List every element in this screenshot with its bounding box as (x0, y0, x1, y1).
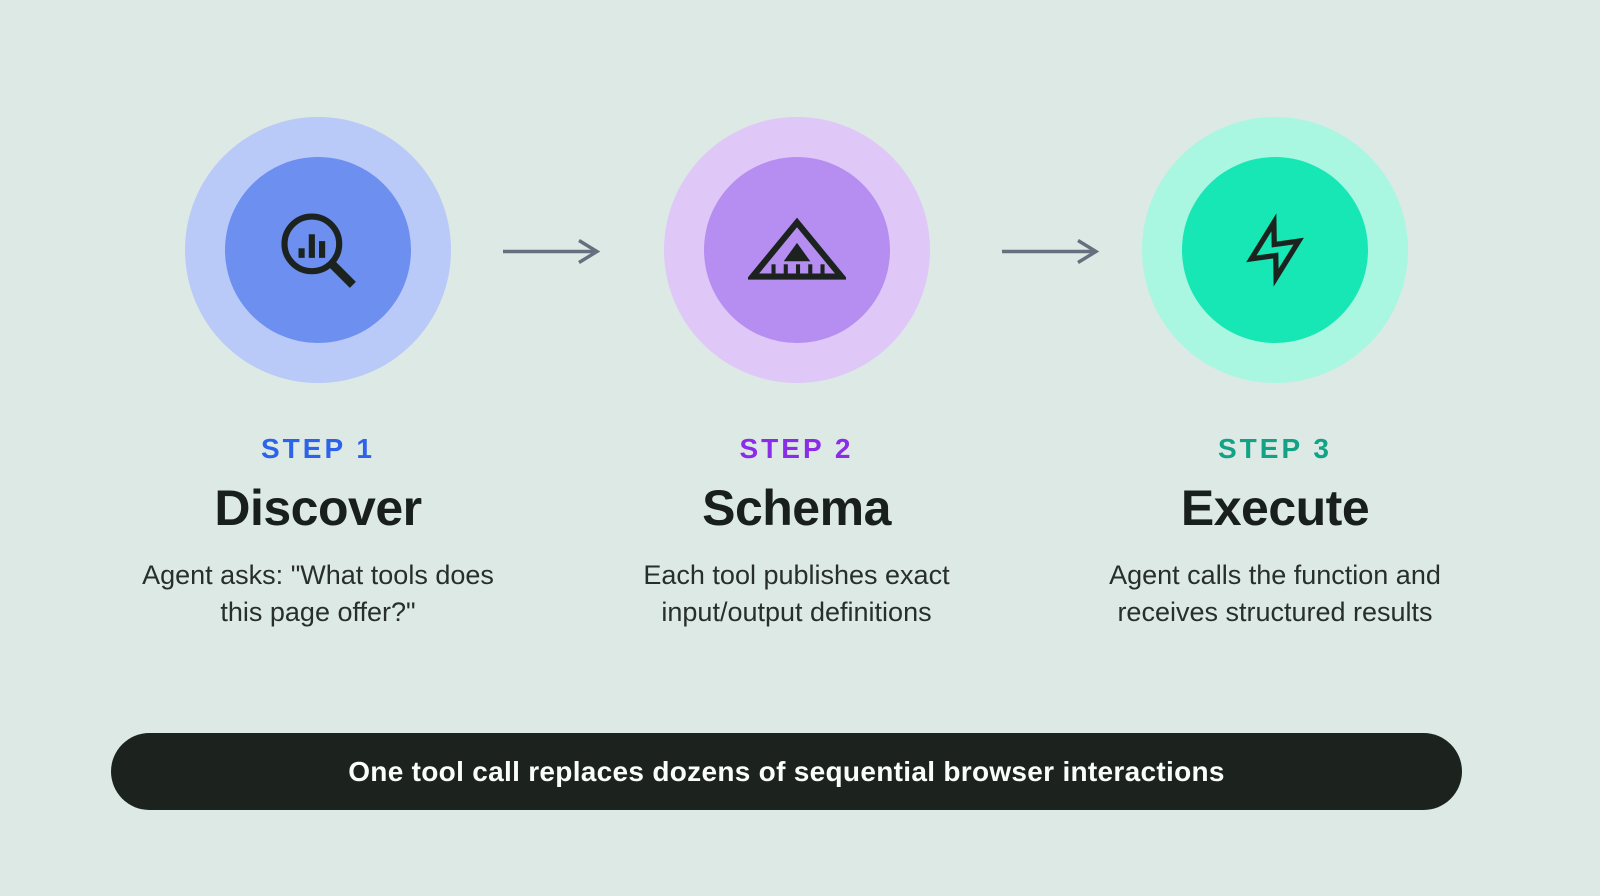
step1-description: Agent asks: "What tools does this page o… (142, 560, 494, 627)
set-square-ruler-icon (747, 217, 846, 280)
step2-label: STEP 2 (739, 433, 854, 464)
step3-circle-inner (1182, 157, 1368, 343)
step2-description: Each tool publishes exact input/output d… (643, 560, 950, 627)
step3-label: STEP 3 (1218, 433, 1332, 464)
search-bar-chart-icon (281, 213, 356, 288)
step3-circle-outer (1142, 117, 1408, 383)
arrow-right-icon (1001, 238, 1101, 265)
step3-title: Execute (1180, 480, 1370, 536)
step-column-execute: STEP 3 Execute Agent calls the function … (1055, 117, 1495, 631)
step1-circle-inner (225, 157, 411, 343)
summary-banner: One tool call replaces dozens of sequent… (111, 733, 1462, 810)
step-column-schema: STEP 2 Schema Each tool publishes exact … (577, 117, 1017, 631)
steps-row: STEP 1 Discover Agent asks: "What tools … (98, 117, 1495, 631)
step2-circle-inner (703, 157, 890, 343)
lightning-bolt-icon (1246, 213, 1304, 287)
step1-title: Discover (214, 480, 422, 536)
step1-label: STEP 1 (261, 433, 375, 464)
step-column-discover: STEP 1 Discover Agent asks: "What tools … (98, 117, 538, 631)
arrow-right-icon (502, 238, 602, 265)
step2-circle-outer (663, 117, 930, 383)
step1-circle-outer (185, 117, 451, 383)
step2-title: Schema (702, 480, 891, 536)
step3-description: Agent calls the function and receives st… (1109, 560, 1441, 627)
summary-banner-text: One tool call replaces dozens of sequent… (348, 755, 1225, 787)
